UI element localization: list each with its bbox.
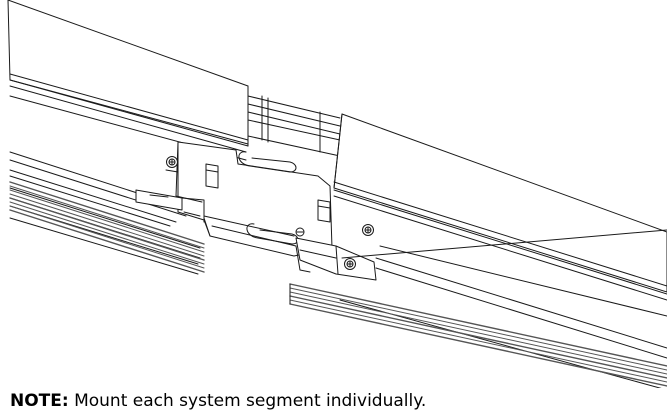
note-caption: NOTE: Mount each system segment individu… <box>10 390 426 412</box>
left-diffuser-rail <box>10 182 204 272</box>
screw-icon <box>363 225 374 236</box>
screw-icon <box>345 259 356 270</box>
upper-right-housing <box>334 114 667 300</box>
right-diffuser-rail <box>290 284 667 386</box>
upper-left-housing <box>8 0 248 160</box>
right-fixture-body <box>340 230 667 388</box>
center-channel <box>248 96 340 156</box>
mounting-plate-slots <box>206 164 330 222</box>
installation-diagram <box>0 0 667 388</box>
note-label: NOTE: <box>10 391 69 411</box>
note-text: Mount each system segment individually. <box>68 391 427 411</box>
screw-icon <box>166 157 178 173</box>
screw-icon <box>296 228 304 236</box>
right-joining-bracket <box>296 238 376 280</box>
